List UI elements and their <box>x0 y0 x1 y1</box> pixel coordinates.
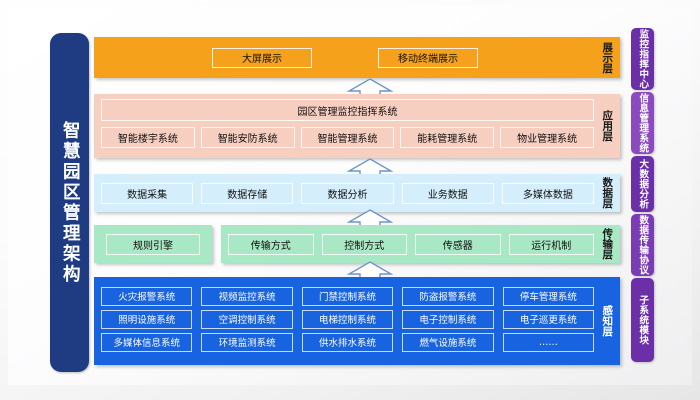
display-item-big-screen[interactable]: 大屏展示 <box>212 47 312 68</box>
perception-item-burglar-alarm[interactable]: 防盗报警系统 <box>402 286 494 306</box>
layer-data: 数据采集 数据存储 数据分析 业务数据 多媒体数据 数据层 <box>94 174 620 212</box>
data-item-storage[interactable]: 数据存储 <box>201 182 294 204</box>
perception-item-lighting[interactable]: 照明设施系统 <box>101 309 193 329</box>
perception-item-parking[interactable]: 停车管理系统 <box>502 286 595 306</box>
perception-row: 火灾报警系统 视频监控系统 门禁控制系统 防盗报警系统 停车管理系统 <box>101 286 595 306</box>
perception-row: 照明设施系统 空调控制系统 电梯控制系统 电子控制系统 电子巡更系统 <box>101 309 595 329</box>
application-headline[interactable]: 园区管理监控指挥系统 <box>101 99 594 121</box>
layer-transport-aside: 规则引擎 <box>94 225 212 263</box>
transport-item-control-mode[interactable]: 控制方式 <box>321 233 407 255</box>
layer-data-label: 数据层 <box>601 177 614 209</box>
perception-item-water-supply-drainage[interactable]: 供水排水系统 <box>301 332 394 352</box>
perception-row: 多媒体信息系统 环境监测系统 供水排水系统 燃气设施系统 …… <box>101 332 595 352</box>
architecture-title-text: 智慧园区管理架构 <box>60 120 81 285</box>
perception-item-elevator[interactable]: 电梯控制系统 <box>301 309 394 329</box>
layer-transport-label: 传输层 <box>601 228 614 260</box>
display-item-mobile-terminal[interactable]: 移动终端展示 <box>378 47 478 68</box>
layer-display-label: 展示层 <box>601 41 614 74</box>
data-item-business[interactable]: 业务数据 <box>401 182 494 204</box>
rail-item-big-data-analysis[interactable]: 大数据分析 <box>631 156 654 212</box>
app-item-property[interactable]: 物业管理系统 <box>500 127 594 148</box>
perception-item-video-surveillance[interactable]: 视频监控系统 <box>201 286 293 306</box>
app-item-management[interactable]: 智能管理系统 <box>300 127 395 148</box>
transport-item-operation-mechanism[interactable]: 运行机制 <box>508 233 594 255</box>
data-item-multimedia[interactable]: 多媒体数据 <box>501 182 595 204</box>
layer-perception: 火灾报警系统 视频监控系统 门禁控制系统 防盗报警系统 停车管理系统 照明设施系… <box>94 277 620 365</box>
perception-item-electronic-patrol[interactable]: 电子巡更系统 <box>502 309 595 329</box>
layer-application: 园区管理监控指挥系统 智能楼宇系统 智能安防系统 智能管理系统 能耗管理系统 物… <box>94 94 620 158</box>
architecture-title-panel: 智慧园区管理架构 <box>50 33 89 372</box>
layer-data-items: 数据采集 数据存储 数据分析 业务数据 多媒体数据 <box>101 182 595 204</box>
layer-application-items: 智能楼宇系统 智能安防系统 智能管理系统 能耗管理系统 物业管理系统 <box>101 127 594 148</box>
layer-perception-label: 感知层 <box>601 305 614 337</box>
perception-item-more[interactable]: …… <box>502 332 595 352</box>
perception-item-multimedia-info[interactable]: 多媒体信息系统 <box>101 332 193 352</box>
layer-display: 大屏展示 移动终端展示 展示层 <box>94 37 620 78</box>
perception-item-gas-facility[interactable]: 燃气设施系统 <box>402 332 494 352</box>
rail-item-data-transmission-protocol[interactable]: 数据传输协议 <box>631 214 654 276</box>
app-item-building[interactable]: 智能楼宇系统 <box>101 127 195 148</box>
transport-item-transmission-mode[interactable]: 传输方式 <box>228 233 314 255</box>
rail-item-subsystem-module[interactable]: 子系统模块 <box>631 278 654 362</box>
transport-item-rule-engine[interactable]: 规则引擎 <box>106 233 200 255</box>
perception-item-access-control[interactable]: 门禁控制系统 <box>301 286 394 306</box>
layer-display-items: 大屏展示 移动终端展示 <box>94 37 596 78</box>
layer-transport: 传输方式 控制方式 传感器 运行机制 传输层 <box>221 225 620 263</box>
layer-application-label: 应用层 <box>601 110 614 142</box>
rail-item-monitoring-center[interactable]: 监控指挥中心 <box>631 28 654 90</box>
layer-transport-items: 传输方式 控制方式 传感器 运行机制 <box>228 233 594 255</box>
perception-item-fire-alarm[interactable]: 火灾报警系统 <box>101 286 193 306</box>
data-item-collection[interactable]: 数据采集 <box>101 182 194 204</box>
app-item-security[interactable]: 智能安防系统 <box>200 127 295 148</box>
data-item-analysis[interactable]: 数据分析 <box>301 182 394 204</box>
transport-item-sensor[interactable]: 传感器 <box>415 233 501 255</box>
app-item-energy[interactable]: 能耗管理系统 <box>400 127 495 148</box>
perception-item-electronic-control[interactable]: 电子控制系统 <box>402 309 494 329</box>
rail-item-information-management[interactable]: 信息管理系统 <box>631 92 654 154</box>
perception-item-environment-monitor[interactable]: 环境监测系统 <box>201 332 293 352</box>
perception-item-hvac[interactable]: 空调控制系统 <box>201 309 293 329</box>
